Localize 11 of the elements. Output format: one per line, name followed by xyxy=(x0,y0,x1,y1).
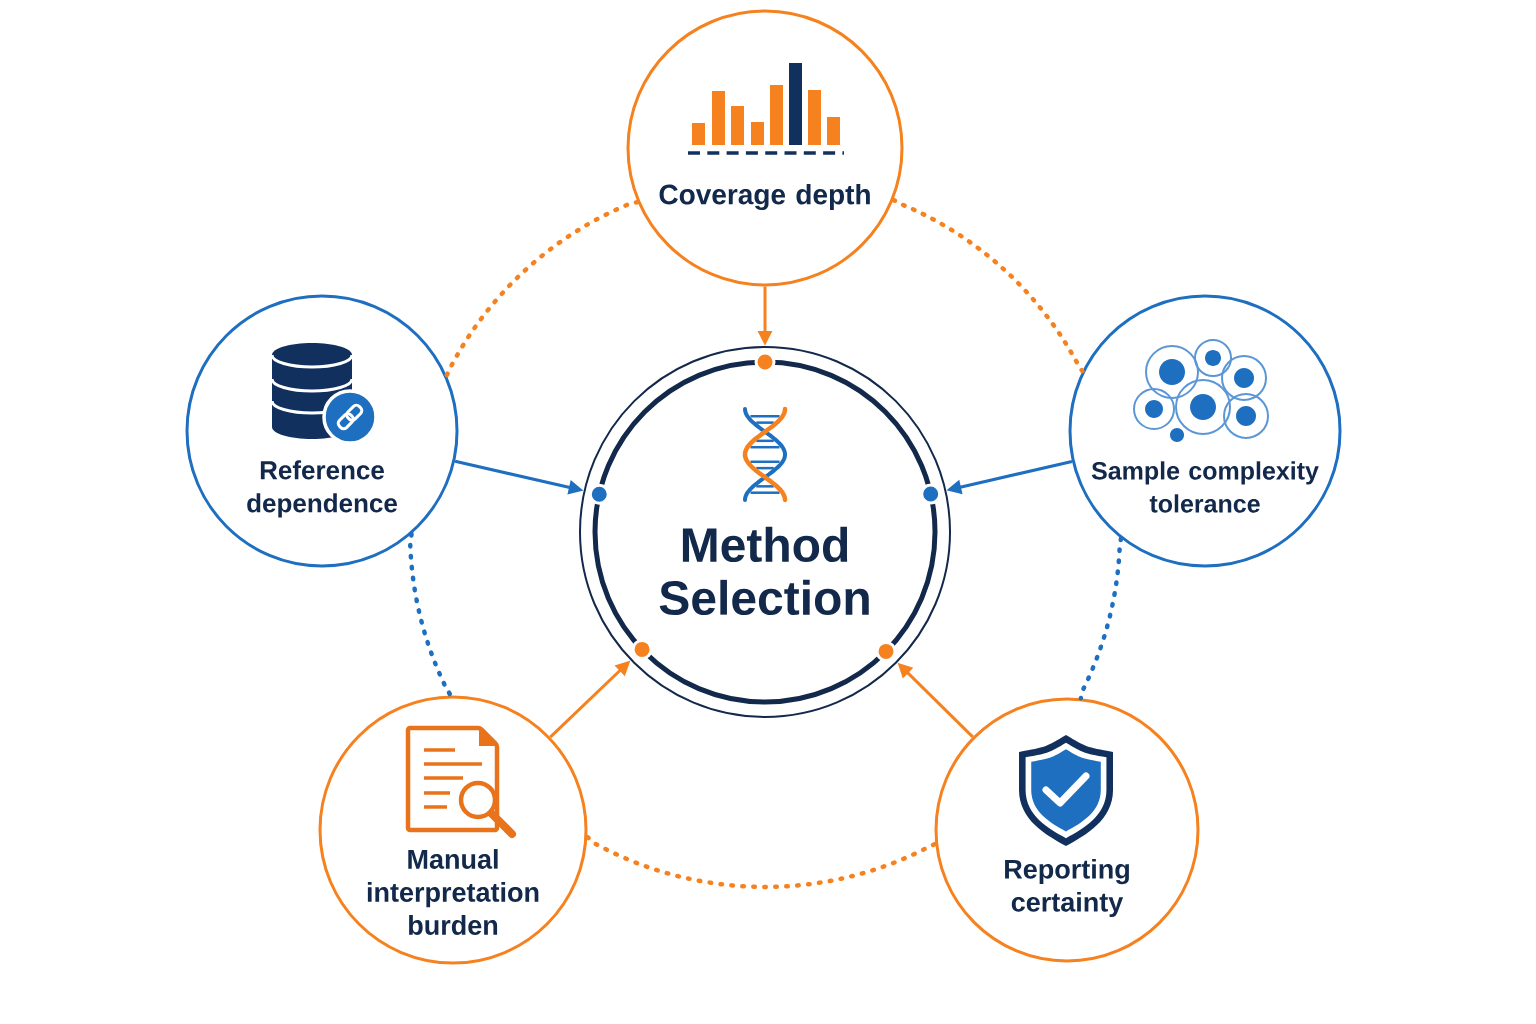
circle-node: Method Selection xyxy=(579,346,951,718)
dotted-line xyxy=(407,531,453,698)
circle-node: Coverage depth xyxy=(626,9,904,287)
dotted-line xyxy=(891,197,1085,374)
circle-node: Reference dependence xyxy=(185,294,459,568)
circle-node: Reporting certainty xyxy=(934,697,1200,963)
circle-node: Sample complexity tolerance xyxy=(1068,294,1342,568)
dotted-line xyxy=(585,834,938,890)
circle-node: Manual interpretation burden xyxy=(318,695,588,965)
dotted-line xyxy=(444,199,640,378)
dotted-line xyxy=(1078,536,1124,701)
